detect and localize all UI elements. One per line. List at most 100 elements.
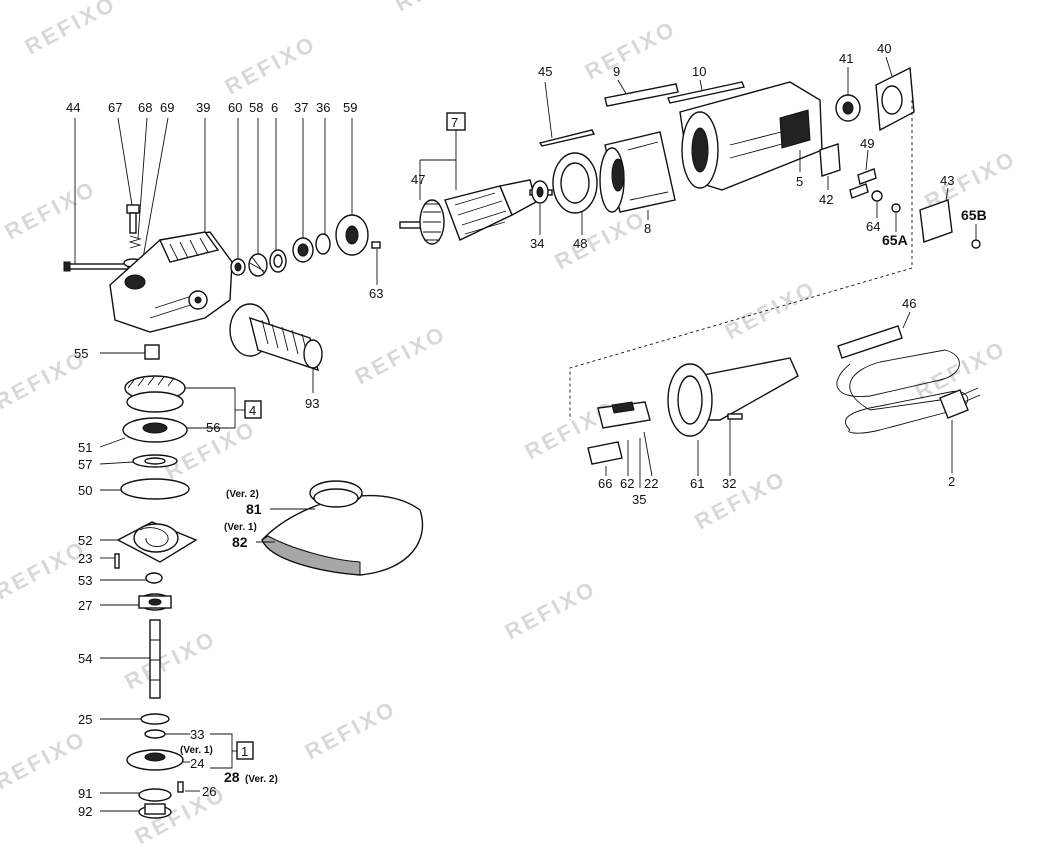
part-label: 36 — [316, 100, 330, 115]
part-label: 40 — [877, 41, 891, 56]
part-label: 42 — [819, 192, 833, 207]
part-label: 91 — [78, 786, 92, 801]
circlip — [315, 233, 331, 255]
nut — [138, 788, 172, 802]
version-label: (Ver. 2) — [226, 489, 259, 500]
part-label: 81 — [246, 501, 262, 517]
long-screw — [65, 263, 129, 270]
part-label: 25 — [78, 712, 92, 727]
part-label: 57 — [78, 457, 92, 472]
part-label: 55 — [74, 346, 88, 361]
cable-clamp — [587, 441, 623, 465]
part-label: 41 — [839, 51, 853, 66]
screw — [538, 129, 596, 147]
part-label: 44 — [66, 100, 80, 115]
part-label: 10 — [692, 64, 706, 79]
spindle-group — [99, 344, 262, 819]
watermark: REFIXO — [121, 625, 221, 694]
screw — [371, 241, 381, 249]
part-label: 6 — [271, 100, 278, 115]
part-label: 92 — [78, 804, 92, 819]
part-label: 37 — [294, 100, 308, 115]
spring — [128, 235, 142, 249]
part-label: 51 — [78, 440, 92, 455]
group-box — [236, 741, 254, 760]
part-label: 27 — [78, 598, 92, 613]
side-handle — [249, 316, 319, 372]
watermark: REFIXO — [221, 30, 321, 99]
part-label: 68 — [138, 100, 152, 115]
part-label: 32 — [722, 476, 736, 491]
watermark: REFIXO — [501, 575, 601, 644]
group-number: 1 — [241, 744, 248, 759]
part-label: 65B — [961, 207, 987, 223]
part-label: 43 — [940, 173, 954, 188]
wheel-guard-group — [256, 480, 424, 576]
part-label: 24 — [190, 756, 204, 771]
spindle — [149, 619, 161, 699]
part-label: 59 — [343, 100, 357, 115]
watermark: REFIXO — [551, 205, 651, 274]
watermark: REFIXO — [581, 15, 681, 84]
part-label: 67 — [108, 100, 122, 115]
part-label: 54 — [78, 651, 92, 666]
part-label: 49 — [860, 136, 874, 151]
version-label: (Ver. 2) — [245, 774, 278, 785]
brush-holder — [819, 143, 841, 177]
watermark: REFIXO — [301, 695, 401, 764]
part-label: 93 — [305, 396, 319, 411]
part-label: 33 — [190, 727, 204, 742]
part-label: 53 — [78, 573, 92, 588]
group-number: 4 — [249, 403, 256, 418]
version-label: (Ver. 1) — [224, 522, 257, 533]
part-labels: 44 67 68 69 39 60 58 6 37 36 59 7 47 63 … — [66, 41, 987, 819]
watermark: REFIXO — [21, 0, 121, 59]
part-label: 66 — [598, 476, 612, 491]
watermark: REFIXO — [0, 535, 91, 604]
carbon-brush — [857, 168, 877, 185]
o-ring — [120, 478, 190, 500]
cable-sleeve — [837, 325, 903, 359]
short-screw — [126, 204, 140, 214]
part-label: 82 — [232, 534, 248, 550]
part-label: 56 — [206, 420, 220, 435]
part-label: 69 — [160, 100, 174, 115]
watermark: REFIXO — [0, 725, 91, 794]
wire — [667, 81, 745, 104]
watermark: REFIXO — [391, 0, 491, 16]
part-label: 48 — [573, 236, 587, 251]
motor-housing-group — [538, 56, 981, 420]
plug — [939, 389, 969, 419]
watermark: REFIXO — [691, 465, 791, 534]
part-label: 28 — [224, 769, 240, 785]
part-label: 9 — [613, 64, 620, 79]
armature-group — [399, 112, 553, 245]
handle-housing-group — [587, 311, 981, 488]
part-label: 22 — [644, 476, 658, 491]
part-label: 34 — [530, 236, 544, 251]
part-label: 35 — [632, 492, 646, 507]
part-label: 2 — [948, 474, 955, 489]
watermark: REFIXO — [1, 175, 101, 244]
part-label: 58 — [249, 100, 263, 115]
nut — [144, 344, 160, 360]
part-label: 39 — [196, 100, 210, 115]
cover-plate — [919, 199, 953, 243]
brush-plate — [604, 83, 679, 107]
part-label: 52 — [78, 533, 92, 548]
watermark: REFIXO — [721, 275, 821, 344]
part-label: 64 — [866, 219, 880, 234]
part-label: 60 — [228, 100, 242, 115]
armature-core — [444, 185, 513, 241]
washer — [140, 713, 170, 725]
gear-head-group — [63, 117, 381, 393]
part-label: 63 — [369, 286, 383, 301]
part-label: 26 — [202, 784, 216, 799]
part-label: 65A — [882, 232, 908, 248]
part-label: 8 — [644, 221, 651, 236]
part-label: 61 — [690, 476, 704, 491]
part-label: 50 — [78, 483, 92, 498]
group-number: 7 — [451, 115, 458, 130]
version-label: (Ver. 1) — [180, 745, 213, 756]
